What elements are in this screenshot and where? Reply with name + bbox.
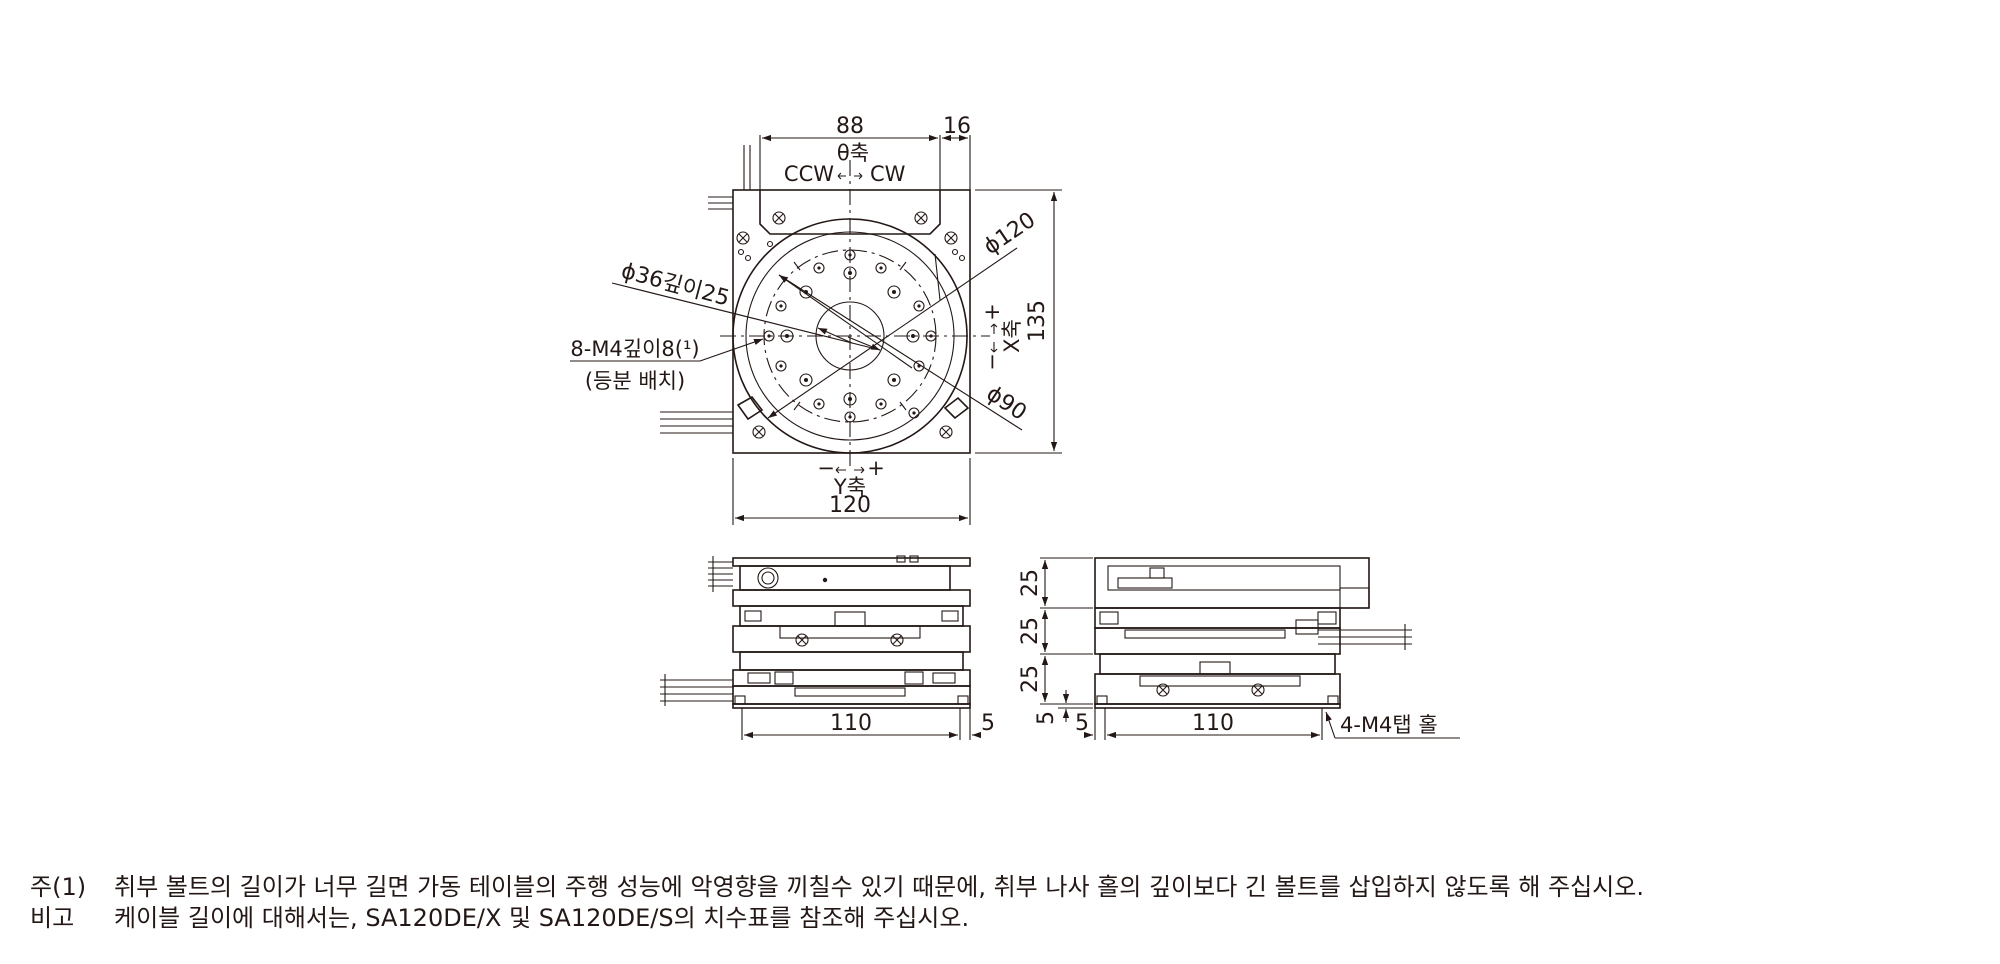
x-plus: +: [980, 303, 1004, 321]
side-dim-5-left: 5: [1075, 711, 1089, 736]
tap-holes: [763, 249, 937, 423]
side-dim-25-bot: 25: [1018, 665, 1043, 693]
x-minus: −: [980, 353, 1004, 371]
side-view: 25 25 25 5 5 110 4-M4탭 홀: [1018, 557, 1460, 740]
note-key: 주(1): [30, 873, 87, 901]
corner-screws: [736, 211, 958, 439]
footnotes: 주(1) 취부 볼트의 길이가 너무 길면 가동 테이블의 주행 성능에 악영향…: [30, 872, 1990, 934]
dim-120-label: 120: [829, 493, 871, 518]
side-dim-25-mid: 25: [1018, 617, 1043, 645]
dim-88-label: 88: [836, 114, 864, 139]
ccw-label: CCW: [784, 162, 834, 186]
x-axis-label: X축: [1000, 319, 1024, 353]
note-row: 비고 케이블 길이에 대해서는, SA120DE/X 및 SA120DE/S의 …: [30, 903, 1990, 934]
note-text: 케이블 길이에 대해서는, SA120DE/X 및 SA120DE/S의 치수표…: [114, 904, 970, 932]
hole-depth-label: ϕ36깊이25: [618, 259, 732, 312]
alignment-dots: [737, 240, 966, 262]
note-text: 취부 볼트의 길이가 너무 길면 가동 테이블의 주행 성능에 악영향을 끼칠수…: [114, 873, 1644, 901]
cw-label: CW: [870, 162, 906, 186]
dia-120-label: ϕ120: [979, 208, 1040, 260]
tap-note: (등분 배치): [585, 369, 685, 393]
front-view: 110 5: [660, 555, 995, 740]
side-tap-label: 4-M4탭 홀: [1340, 713, 1438, 737]
dim-135-label: 135: [1025, 300, 1050, 342]
note-row: 주(1) 취부 볼트의 길이가 너무 길면 가동 테이블의 주행 성능에 악영향…: [30, 872, 1990, 903]
y-axis-label: Y축: [833, 475, 866, 499]
top-view: 88 16 θ축 CCW CW 135 120 − + Y축 − + X축 ϕ: [570, 114, 1062, 525]
side-dim-25-top: 25: [1018, 569, 1043, 597]
front-dim-5-label: 5: [981, 711, 995, 736]
tap-label: 8-M4깊이8(¹): [570, 337, 699, 361]
front-dim-110-label: 110: [830, 711, 872, 736]
side-dim-110: 110: [1192, 711, 1234, 736]
y-minus: −: [817, 456, 835, 480]
side-dim-5-height: 5: [1034, 711, 1059, 725]
note-key: 비고: [30, 904, 75, 932]
y-plus: +: [867, 456, 885, 480]
dia-90-label: ϕ90: [982, 381, 1031, 426]
theta-axis-label: θ축: [837, 141, 869, 165]
dim-16-label: 16: [943, 114, 971, 139]
